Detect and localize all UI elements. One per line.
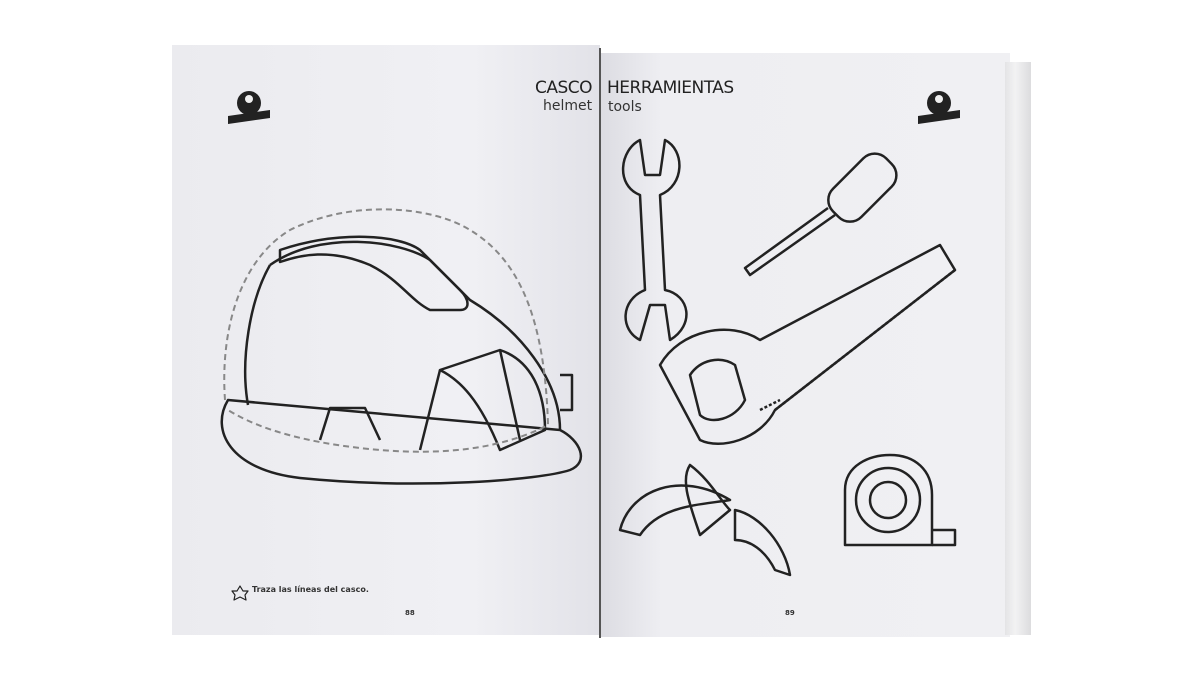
page-number-left: 88	[405, 609, 415, 617]
open-book	[172, 45, 1032, 637]
page-number-right: 89	[785, 609, 795, 617]
instruction-text: Traza las líneas del casco.	[252, 585, 369, 594]
page-stack-edge	[1005, 62, 1031, 635]
page-title-casco: CASCO	[535, 78, 593, 98]
left-page	[172, 45, 600, 635]
page-subtitle-tools: tools	[608, 99, 642, 115]
page-title-herramientas: HERRAMIENTAS	[607, 78, 734, 98]
mis-pasitos-logo-left	[228, 91, 270, 124]
right-page	[600, 53, 1010, 637]
tape-measure-drawing	[843, 453, 957, 547]
helmet-drawing	[220, 208, 582, 485]
wrench-drawing	[621, 138, 688, 342]
saw-drawing	[658, 243, 957, 445]
page-subtitle-helmet: helmet	[543, 98, 593, 114]
mis-pasitos-logo-right	[918, 91, 960, 124]
screwdriver-drawing	[743, 152, 898, 277]
star-icon	[231, 585, 249, 601]
pliers-drawing	[618, 463, 792, 577]
book-spine	[599, 48, 601, 638]
